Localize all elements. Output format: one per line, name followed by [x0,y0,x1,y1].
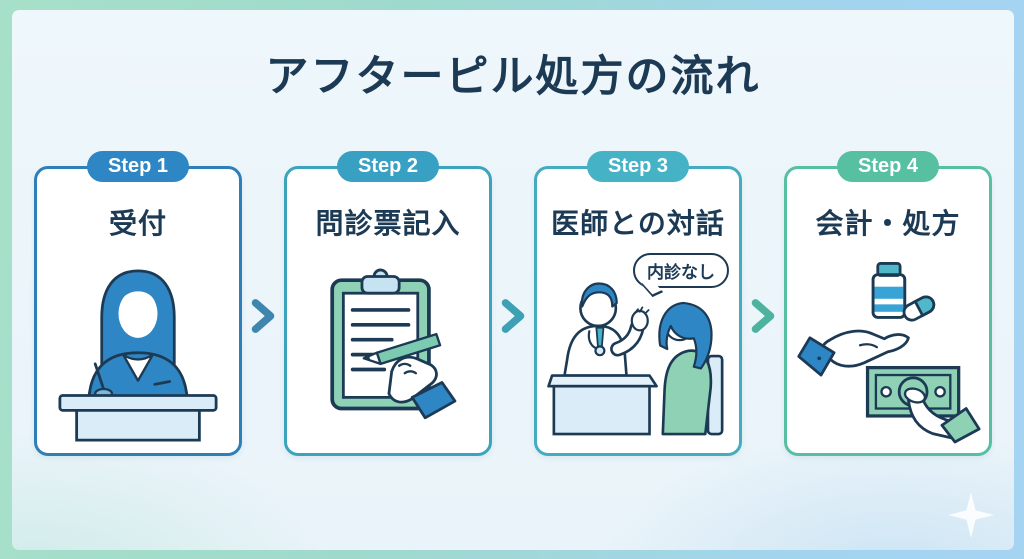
receptionist-illustration [37,251,239,447]
step-4-title: 会計・処方 [815,208,961,239]
step-1-title: 受付 [108,208,167,239]
step-card-1: Step 1 受付 [34,151,242,456]
doctor-patient-icon [547,282,724,436]
doctor-consultation-illustration [537,251,739,447]
payment-medicine-icon [797,262,981,444]
step-1-badge: Step 1 [86,151,190,182]
step-2-badge: Step 2 [336,151,440,182]
steps-row: Step 1 受付 [12,151,1014,456]
speech-bubble: 内診なし [633,253,729,288]
step-2-title: 問診票記入 [315,208,461,239]
flow-arrow-3 [742,296,784,336]
step-card-3: Step 3 医師との対話 内診なし [534,151,742,456]
chevron-right-icon [501,299,525,333]
flow-arrow-1 [242,296,284,336]
clipboard-illustration [287,251,489,447]
page-title: アフターピル処方の流れ [265,53,761,101]
step-card-2: Step 2 問診票記入 [284,151,492,456]
sparkle-icon [948,492,994,538]
step-4-badge: Step 4 [836,151,940,182]
chevron-right-icon [751,299,775,333]
clipboard-writing-icon [330,268,457,420]
receptionist-at-desk-icon [58,269,218,442]
step-3-title: 医師との対話 [551,208,725,239]
infographic-panel: アフターピル処方の流れ Step 1 受付 [12,10,1014,550]
step-3-badge: Step 3 [586,151,690,182]
flow-arrow-2 [492,296,534,336]
payment-illustration [787,251,989,447]
chevron-right-icon [251,299,275,333]
step-card-4: Step 4 会計・処方 [784,151,992,456]
